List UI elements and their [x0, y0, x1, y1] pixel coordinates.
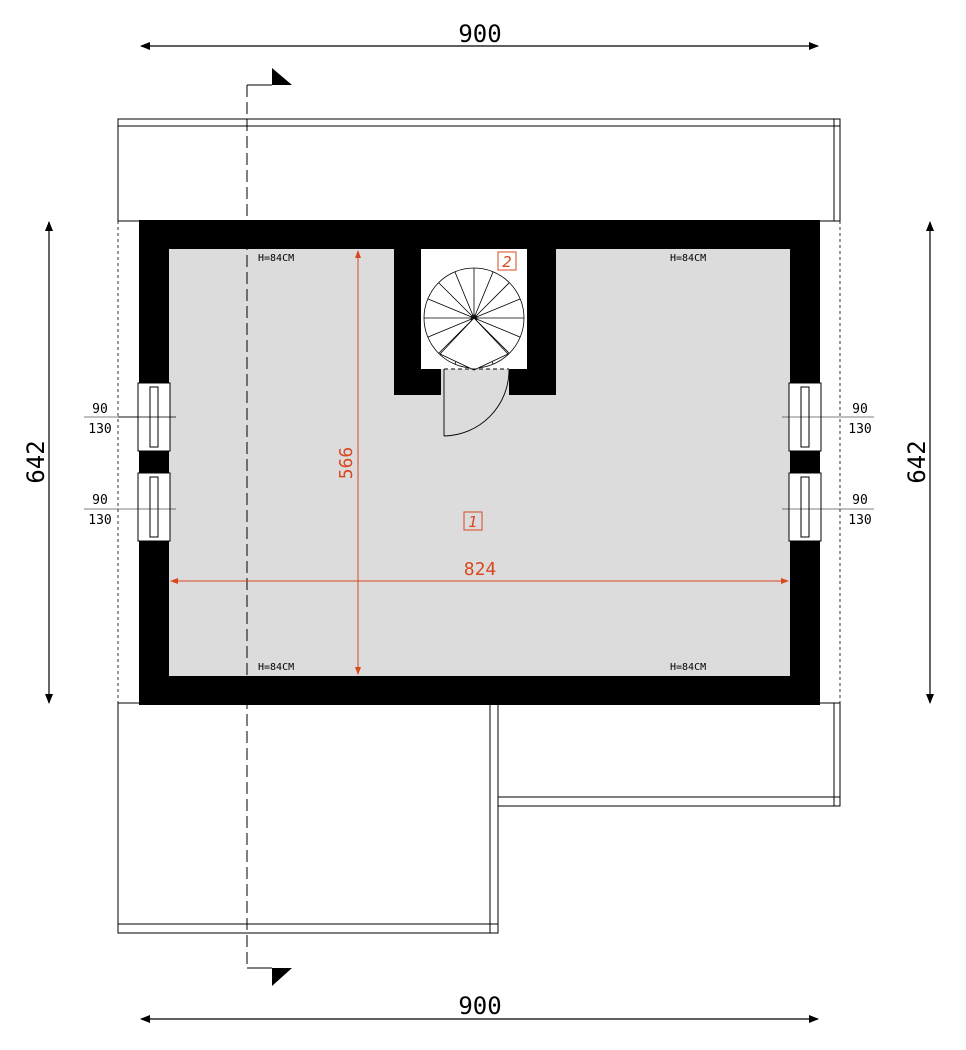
left-dimension: 642 [22, 440, 50, 483]
height-note-bottom-left: H=84CM [258, 662, 294, 673]
stair-tread [427, 317, 475, 338]
window-left-lower [84, 472, 176, 542]
window-left-lower-height: 130 [88, 513, 111, 528]
stair-tread [473, 298, 521, 319]
section-line [246, 84, 272, 969]
stair-tread [473, 282, 510, 319]
stair-tread [473, 271, 494, 319]
window-right-lower [782, 472, 874, 542]
stair-tread [438, 282, 475, 319]
window-left-upper-width: 90 [92, 402, 108, 417]
window-right-upper-width: 90 [852, 402, 868, 417]
height-note-bottom-right: H=84CM [670, 662, 706, 673]
window-right-upper-height: 130 [848, 422, 871, 437]
roof-outline-bottom-right [497, 702, 841, 807]
room-1-label: 1 [468, 513, 478, 531]
window-left-lower-width: 90 [92, 493, 108, 508]
window-right-lower-width: 90 [852, 493, 868, 508]
window-left-upper-height: 130 [88, 422, 111, 437]
section-arrow-bottom [272, 968, 292, 986]
spiral-stair [423, 267, 525, 371]
stair-door-opening [441, 369, 509, 395]
room-width-dimension: 824 [464, 559, 497, 580]
room-height-dimension: 566 [336, 447, 357, 480]
stair-tread [427, 298, 475, 319]
stair-tread [454, 271, 475, 319]
stair-tread [473, 317, 521, 338]
roof-outline-top [117, 118, 841, 222]
eave-lines [117, 221, 841, 703]
top-dimension: 900 [458, 20, 501, 48]
window-right-lower-height: 130 [848, 513, 871, 528]
room-2-label-box [497, 251, 517, 271]
room-2-label: 2 [502, 253, 512, 271]
right-dimension: 642 [903, 440, 931, 483]
window-right-upper [782, 382, 874, 452]
bottom-dimension: 900 [458, 992, 501, 1020]
room-1-label-box [463, 511, 483, 531]
height-note-top-right: H=84CM [670, 253, 706, 264]
door-swing [443, 368, 510, 437]
height-note-top-left: H=84CM [258, 253, 294, 264]
section-arrow-top [272, 68, 292, 85]
roof-outline-bottom-left [117, 702, 499, 934]
